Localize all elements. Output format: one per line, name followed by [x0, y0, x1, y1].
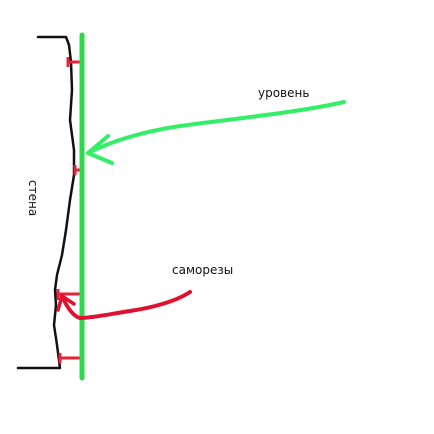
screws-arrow-line [60, 290, 192, 320]
screw-lower [56, 289, 82, 300]
label-wall: стена [26, 180, 40, 217]
screws-arrow-head [56, 294, 76, 312]
level-arrow-head [86, 134, 114, 165]
wall-outline [16, 35, 76, 370]
level-arrow-line [86, 100, 346, 155]
screw-bottom [58, 353, 82, 363]
label-level: уровень [258, 86, 310, 100]
label-screws: саморезы [172, 263, 234, 277]
